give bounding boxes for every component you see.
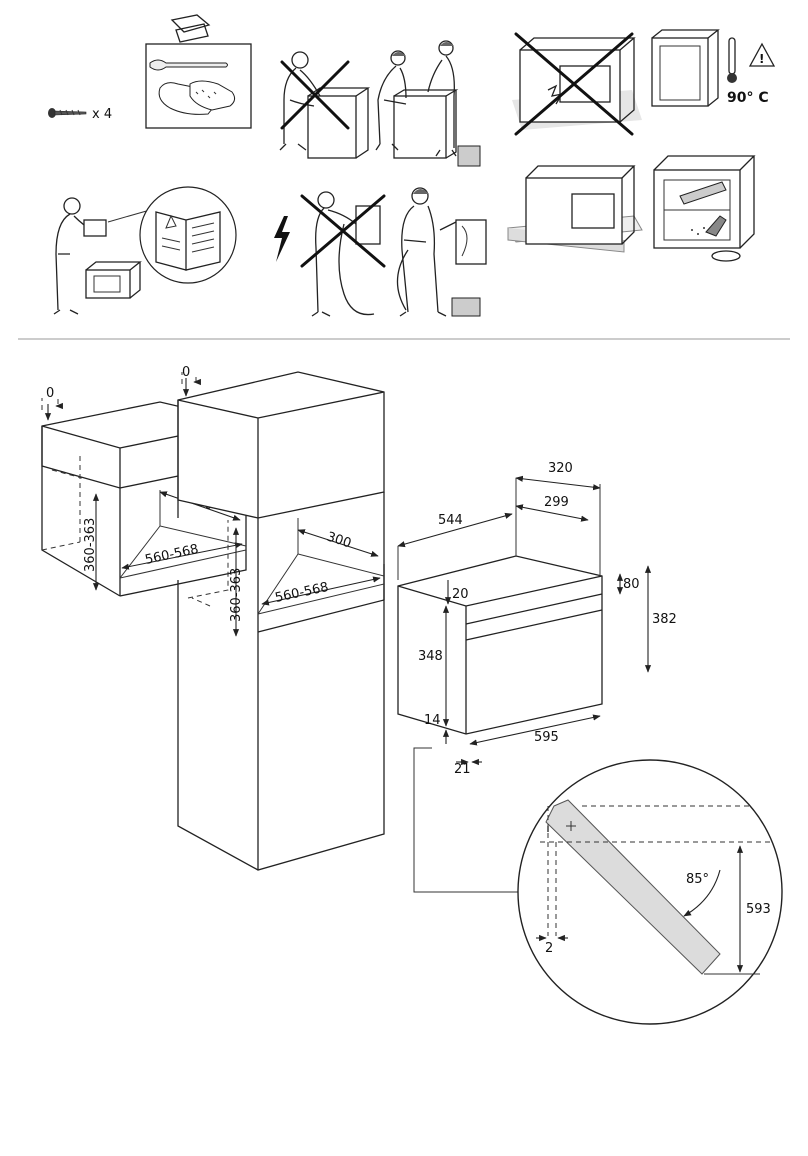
column-cabinet-drawing bbox=[177, 371, 385, 871]
damaged-oven-icon bbox=[512, 32, 642, 136]
appliance-height-total-label: 382 bbox=[652, 612, 677, 627]
svg-text:!: ! bbox=[759, 52, 764, 66]
appliance-panel-height-label: 80 bbox=[623, 577, 640, 592]
detail-height-label: 593 bbox=[746, 902, 771, 917]
person-reading-manual-icon bbox=[53, 186, 237, 315]
temperature-label: 90° C bbox=[727, 90, 769, 106]
appliance-depth-total-label: 544 bbox=[438, 513, 463, 528]
detail-angle-label: 85° bbox=[686, 872, 709, 887]
appliance-bottom-offset-label: 14 bbox=[424, 713, 441, 728]
tools-gloves-icon bbox=[145, 14, 252, 129]
electrician-icon bbox=[396, 187, 487, 317]
cabinet-b-depth-label: 300 bbox=[325, 530, 353, 552]
appliance-door-height-label: 348 bbox=[418, 649, 443, 664]
appliance-panel-offset-label: 20 bbox=[452, 587, 469, 602]
appliance-depth-body-label: 299 bbox=[544, 495, 569, 510]
warning-icon: ! bbox=[748, 42, 776, 67]
cabinet-heat-icon bbox=[651, 29, 720, 107]
cabinet-b-clearance-label: 0 bbox=[182, 365, 190, 380]
hinge-detail-circle bbox=[517, 759, 783, 1025]
screw-quantity-label: x 4 bbox=[92, 107, 112, 122]
electrical-hazard-icon bbox=[274, 191, 386, 317]
appliance-side-offset-label: 21 bbox=[454, 762, 471, 777]
cabinet-cleaning-icon bbox=[653, 155, 756, 262]
oven-placement-icon bbox=[507, 165, 643, 253]
single-person-lifting-icon bbox=[279, 51, 371, 159]
appliance-depth-top-label: 320 bbox=[548, 461, 573, 476]
screw-icon bbox=[48, 108, 87, 118]
thermometer-icon bbox=[727, 37, 737, 83]
cabinet-b-height-label: 360-363 bbox=[229, 568, 244, 622]
detail-leader-line bbox=[413, 747, 520, 893]
cabinet-b-width-label: 560-568 bbox=[274, 580, 330, 606]
appliance-width-label: 595 bbox=[534, 730, 559, 745]
detail-gap-label: 2 bbox=[545, 941, 553, 956]
cabinet-a-clearance-label: 0 bbox=[46, 386, 54, 401]
cabinet-a-width-label: 560-568 bbox=[144, 542, 200, 568]
cabinet-a-height-label: 360-363 bbox=[83, 518, 98, 572]
two-person-lifting-icon bbox=[375, 40, 481, 167]
